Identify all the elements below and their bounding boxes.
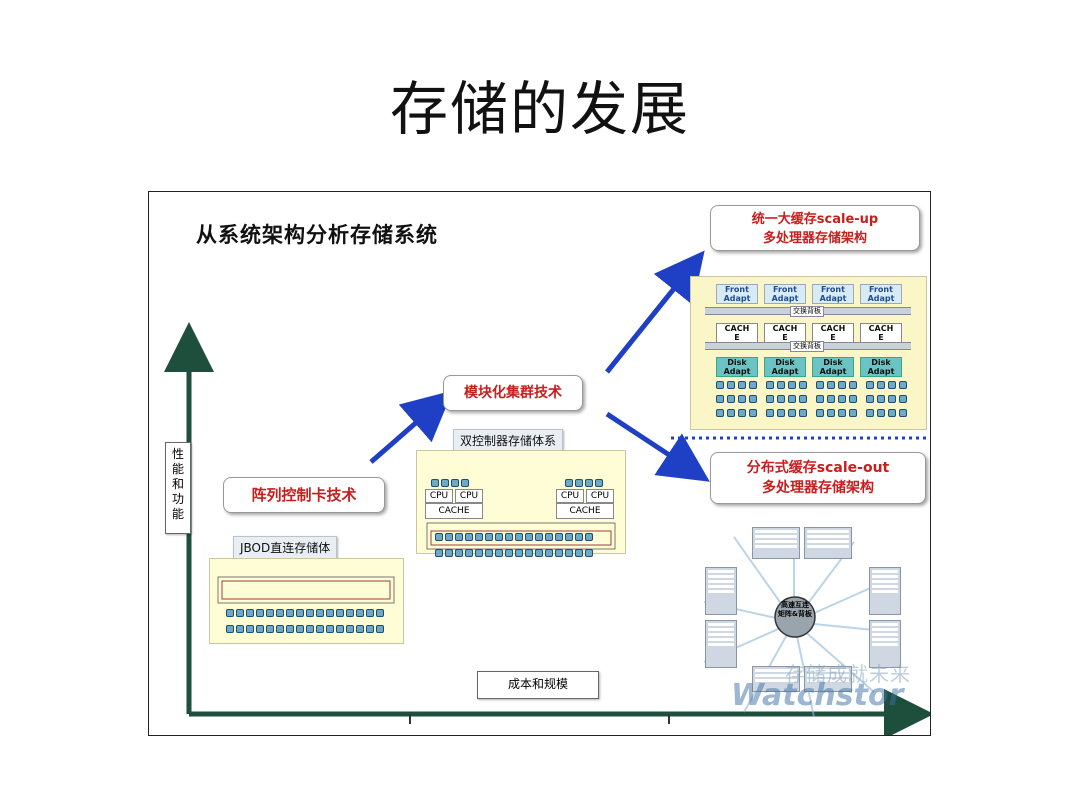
cache-cell-3: CACH E — [812, 323, 854, 343]
cache-box-1: CACHE — [425, 503, 483, 519]
scaleup-panel: Front Adapt Front Adapt Front Adapt Fron… — [690, 276, 927, 430]
y-axis-label-text: 性 能 和 功 能 — [171, 447, 184, 521]
jbod-disks-row1 — [226, 609, 384, 617]
cache-cell-1: CACH E — [716, 323, 758, 343]
scaleup-label: 统一大缓存scale-up 多处理器存储架构 — [710, 205, 920, 251]
cpu-chip-4: CPU — [586, 489, 614, 503]
stage2-label: 模块化集群技术 — [443, 375, 583, 411]
cpu-pins-right — [565, 479, 603, 487]
arrow-stage1-to-stage2 — [369, 390, 453, 464]
scaleout-label: 分布式缓存scale-out 多处理器存储架构 — [710, 452, 926, 504]
slide-title: 存储的发展 — [389, 75, 690, 143]
watermark-brand: Watchstor — [731, 678, 904, 713]
rack-6 — [869, 620, 901, 668]
cpu-chip-1: CPU — [425, 489, 453, 503]
front-adapt-1: Front Adapt — [716, 284, 758, 304]
rack-4 — [869, 567, 901, 615]
watermark-cn: 存储成就未来 — [785, 662, 911, 686]
scaleup-disks-row3 — [716, 409, 907, 417]
front-adapt-3: Front Adapt — [812, 284, 854, 304]
cache-box-2: CACHE — [556, 503, 614, 519]
rack-1 — [752, 527, 800, 559]
x-axis-label: 成本和规模 — [477, 671, 599, 699]
arrow-stage2-to-scaleout — [605, 411, 710, 482]
rack-5 — [705, 620, 737, 668]
scaleup-line1: 统一大缓存scale-up — [751, 212, 879, 227]
cache-cell-2: CACH E — [764, 323, 806, 343]
stage1-label: 阵列控制卡技术 — [223, 477, 385, 513]
dual-disks-row2 — [435, 549, 593, 557]
diagram-title: 从系统架构分析存储系统 — [196, 223, 438, 247]
front-adapt-4: Front Adapt — [860, 284, 902, 304]
scaleup-disks-row2 — [716, 395, 907, 403]
scaleup-line2: 多处理器存储架构 — [762, 231, 867, 246]
scaleup-disks-row1 — [716, 381, 907, 389]
arrow-stage2-to-scaleup — [605, 250, 705, 374]
front-adapt-2: Front Adapt — [764, 284, 806, 304]
switch-backplane-label-2: 交换背板 — [790, 341, 824, 352]
switch-backplane-label-1: 交换背板 — [790, 306, 824, 317]
jbod-panel — [209, 558, 404, 644]
rack-2 — [804, 527, 852, 559]
axes-and-arrows — [164, 250, 930, 735]
scaleout-hub-label: 高速互连 矩阵&背板 — [777, 601, 813, 618]
jbod-disks-row2 — [226, 625, 384, 633]
stage1-tag: JBOD直连存储体 — [233, 536, 338, 559]
disk-adapt-4: Disk Adapt — [860, 357, 902, 377]
disk-adapt-3: Disk Adapt — [812, 357, 854, 377]
stage2-tag: 双控制器存储体系 — [453, 429, 564, 452]
cache-cell-4: CACH E — [860, 323, 902, 343]
rack-7 — [752, 666, 800, 692]
rack-8 — [804, 666, 852, 692]
cpu-pins-left — [431, 479, 469, 487]
scaleout-line1: 分布式缓存scale-out — [746, 460, 890, 476]
disk-adapt-2: Disk Adapt — [764, 357, 806, 377]
rack-3 — [705, 567, 737, 615]
cpu-chip-2: CPU — [455, 489, 483, 503]
dual-disks-row1 — [435, 533, 593, 541]
scaleout-line2: 多处理器存储架构 — [762, 480, 874, 496]
diagram-frame: 从系统架构分析存储系统 性 能 和 功 能 成本和规模 阵列控制卡技术 JBOD… — [148, 191, 931, 736]
y-axis-label: 性 能 和 功 能 — [165, 442, 191, 534]
disk-adapt-1: Disk Adapt — [716, 357, 758, 377]
cpu-chip-3: CPU — [556, 489, 584, 503]
